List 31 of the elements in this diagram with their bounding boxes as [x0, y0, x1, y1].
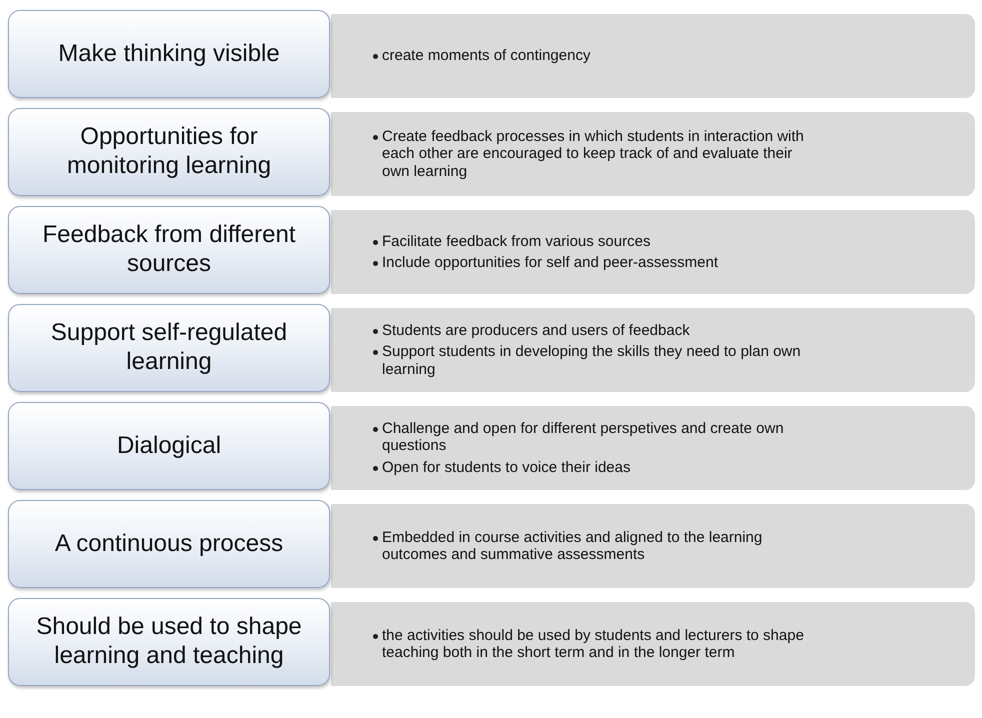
- description-panel: [331, 210, 975, 294]
- bullet-text: Include opportunities for self and peer-assessment: [382, 254, 718, 272]
- topic-box: [8, 598, 330, 686]
- topic-box: [8, 108, 330, 196]
- topic-title: Support self-regulated learning: [50, 319, 288, 377]
- bullet-text: Challenge and open for different perspetives and create own questions: [382, 420, 785, 455]
- description-panel: [331, 602, 975, 686]
- topic-title: A continuous process: [54, 530, 284, 558]
- topic-title: Should be used to shape learning and teaching: [35, 613, 303, 671]
- bullet-text: create moments of contingency: [382, 47, 590, 65]
- bullet-text: Open for students to voice their ideas: [382, 458, 630, 476]
- topic-box: [8, 500, 330, 588]
- topic-title: Feedback from different sources: [41, 221, 297, 279]
- bullet-text: Embedded in course activities and aligned to the learning outcomes and summative assessments: [382, 528, 764, 564]
- topic-box: [8, 304, 330, 392]
- topic-title: Opportunities for monitoring learning: [66, 123, 272, 181]
- bullet-text: Facilitate feedback from various sources: [382, 232, 650, 250]
- topic-title: Make thinking visible: [58, 40, 280, 68]
- topic-box: [8, 206, 330, 294]
- description-panel: [331, 406, 975, 490]
- description-panel: [331, 504, 975, 588]
- bullet-text: Support students in developing the skills they need to plan own learning: [382, 343, 802, 378]
- topic-title: Dialogical: [116, 432, 222, 460]
- bullet-text: Students are producers and users of feedback: [382, 322, 690, 340]
- topic-box: [8, 402, 330, 490]
- description-panel: [331, 308, 975, 392]
- topic-box: [8, 10, 330, 98]
- description-panel: [331, 112, 975, 196]
- bullet-text: Create feedback processes in which students in interaction with each other are encouraged to keep track of and evaluate their own learning: [382, 128, 805, 180]
- description-panel: [331, 14, 975, 98]
- bullet-text: the activities should be used by students and lecturers to shape teaching both in the short term and in the longer term: [382, 626, 805, 662]
